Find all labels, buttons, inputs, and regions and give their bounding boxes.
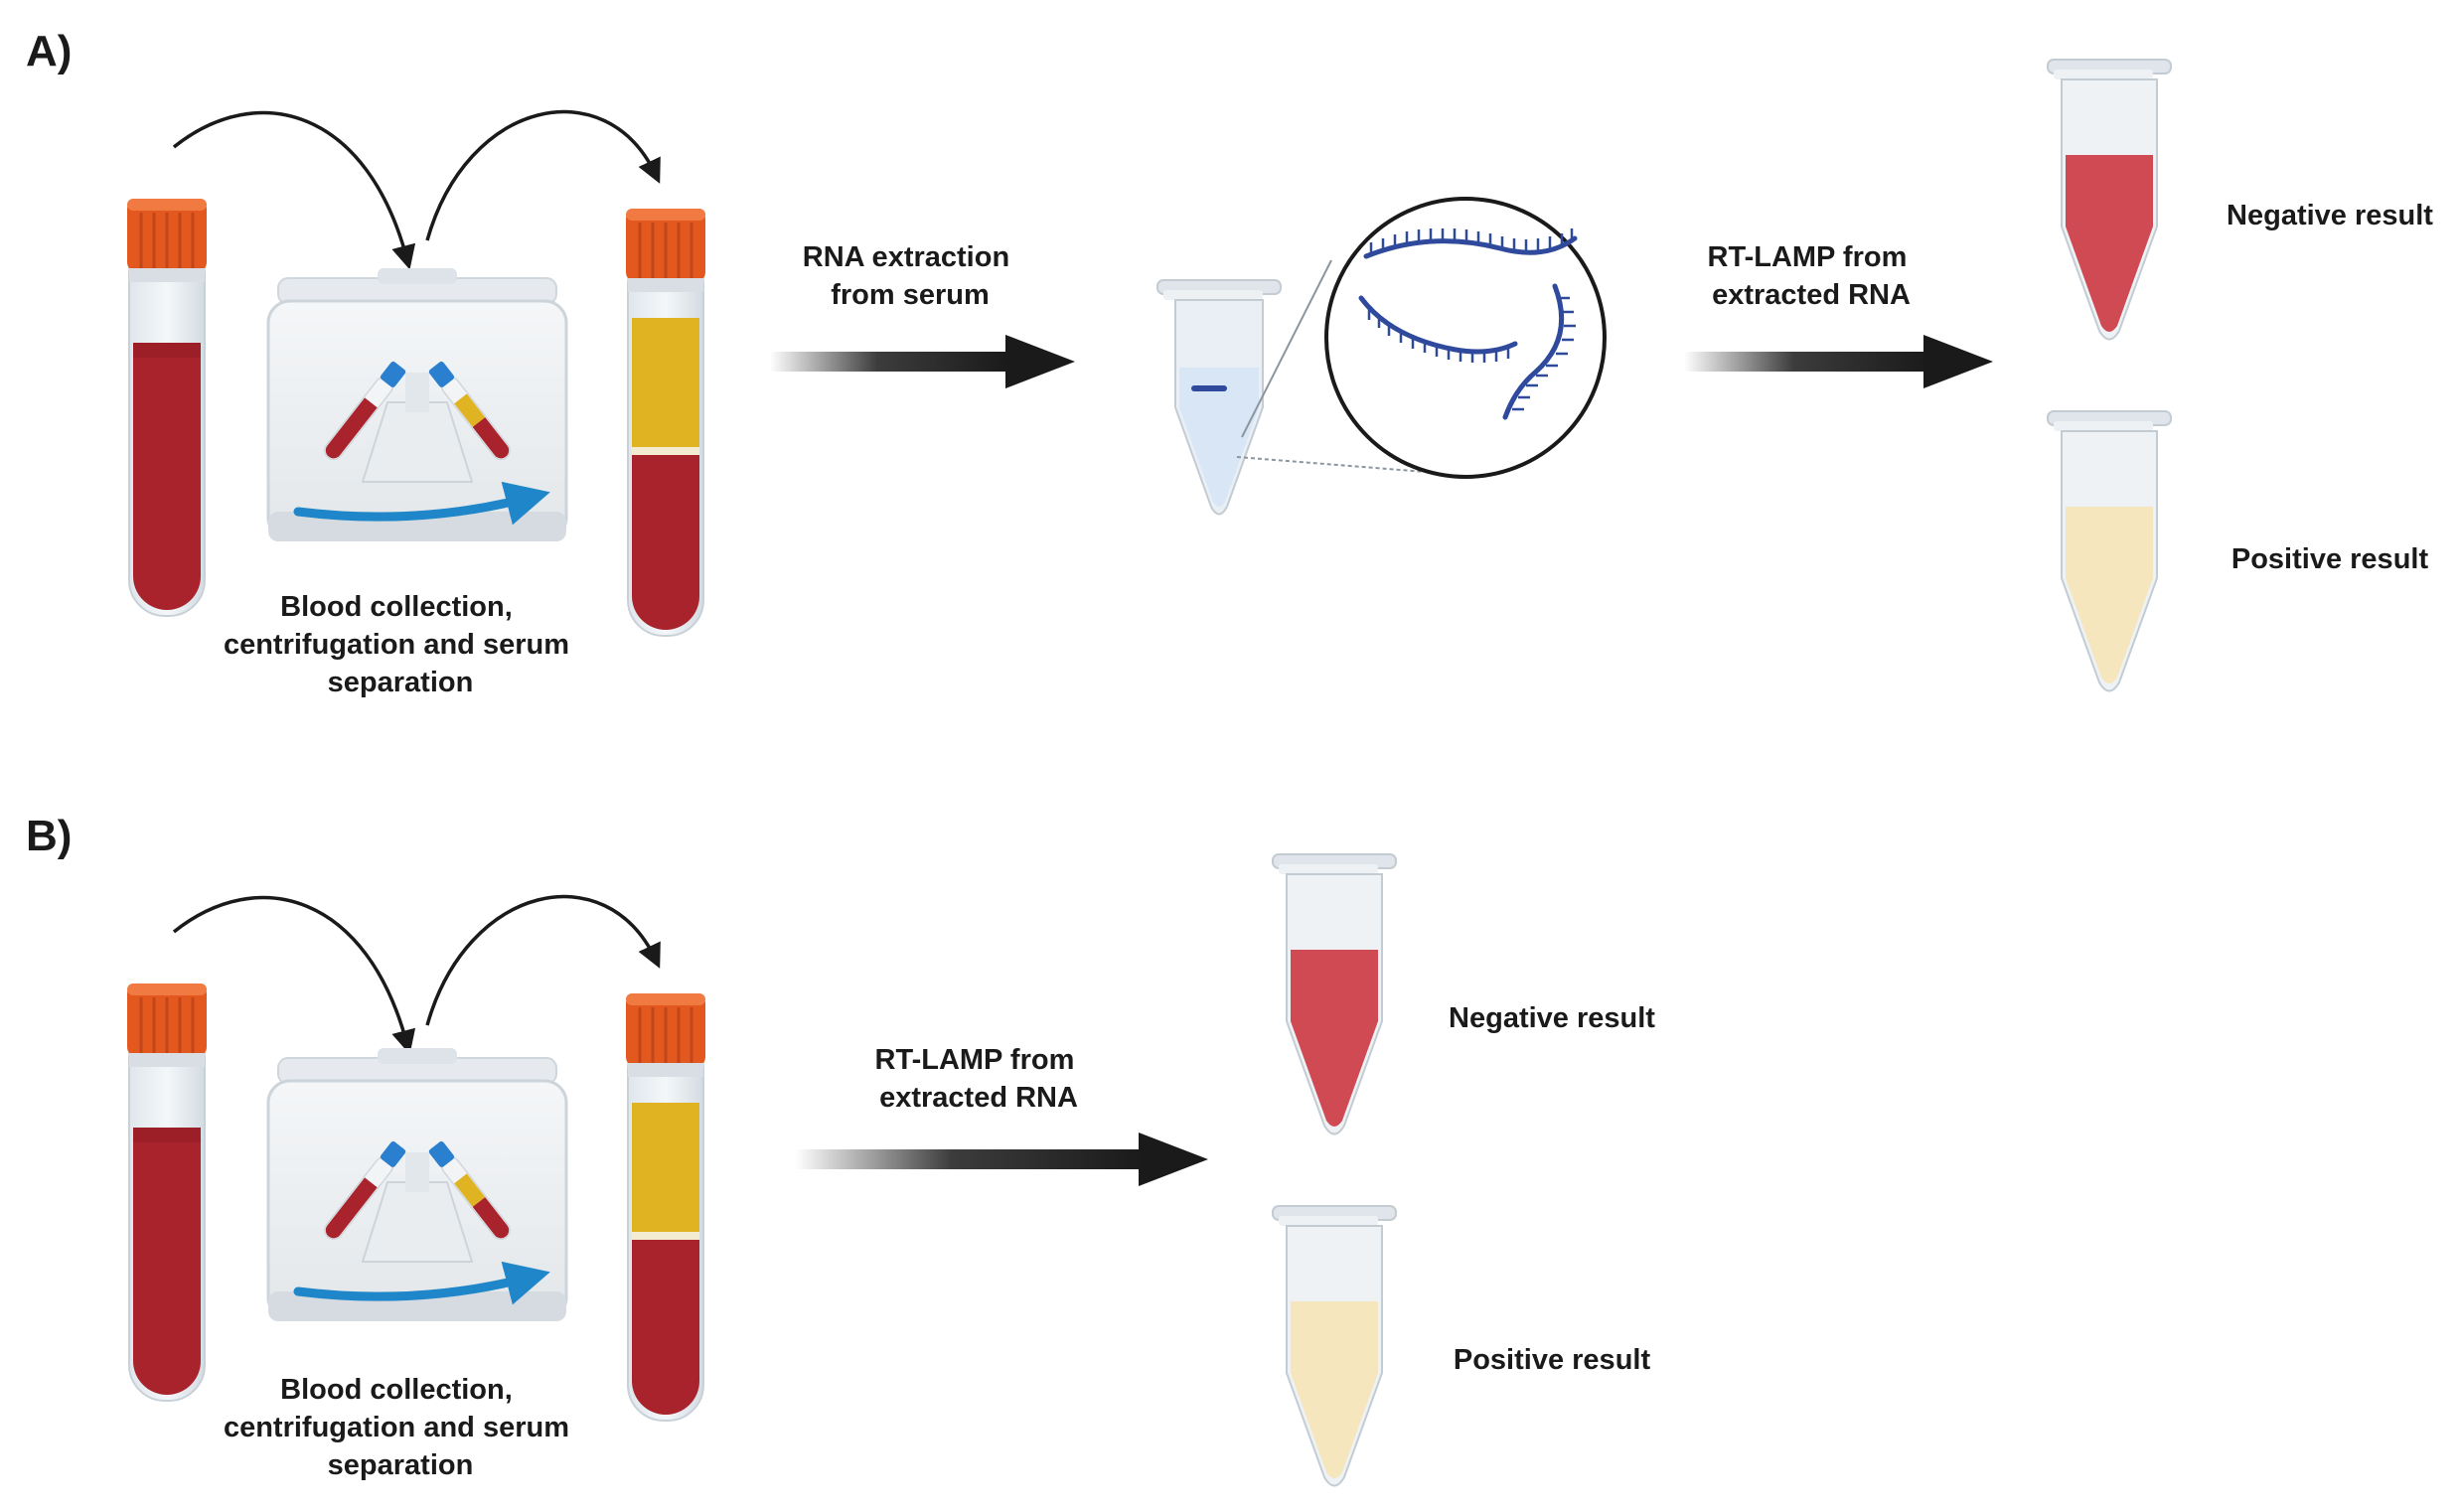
negative-result-tube-icon — [2047, 59, 2172, 341]
panel-a-letter: A) — [26, 27, 72, 76]
collection-label: Blood collection, centrifugation and ser… — [224, 1374, 577, 1481]
blood-tube-icon — [125, 982, 209, 1403]
extraction-tube-icon — [1156, 279, 1282, 516]
centrifuge-icon — [268, 268, 566, 541]
process-arrow-rt-lamp — [1684, 335, 1993, 388]
process-arrow-rna-extraction — [770, 335, 1075, 388]
curved-arrow-to-serum-tube — [425, 894, 661, 1026]
panel-a: A) Blood collection, centrifugation and … — [26, 27, 2433, 698]
panel-b-letter: B) — [26, 812, 72, 860]
positive-result-tube-icon — [2047, 410, 2172, 692]
curved-arrow-to-centrifuge — [172, 110, 416, 270]
centrifuge-icon — [268, 1048, 566, 1321]
curved-arrow-to-centrifuge — [172, 895, 416, 1055]
positive-result-tube-icon — [1272, 1205, 1397, 1487]
rna-extraction-label: RNA extraction from serum — [803, 241, 1017, 311]
serum-tube-icon — [624, 207, 707, 638]
blood-tube-icon — [125, 197, 209, 618]
rt-lamp-label: RT-LAMP from extracted RNA — [875, 1044, 1083, 1114]
panel-b: B) Blood collection, centrifugation and … — [26, 812, 1655, 1487]
curved-arrow-to-serum-tube — [425, 109, 661, 241]
rna-magnifier — [1324, 197, 1607, 479]
negative-result-label: Negative result — [2227, 200, 2433, 231]
rt-lamp-label: RT-LAMP from extracted RNA — [1708, 241, 1916, 311]
process-arrow-rt-lamp — [795, 1133, 1208, 1186]
negative-result-label: Negative result — [1449, 1002, 1655, 1034]
negative-result-tube-icon — [1272, 853, 1397, 1135]
collection-label: Blood collection, centrifugation and ser… — [224, 591, 577, 698]
positive-result-label: Positive result — [2231, 543, 2429, 575]
serum-tube-icon — [624, 991, 707, 1423]
positive-result-label: Positive result — [1454, 1344, 1651, 1376]
